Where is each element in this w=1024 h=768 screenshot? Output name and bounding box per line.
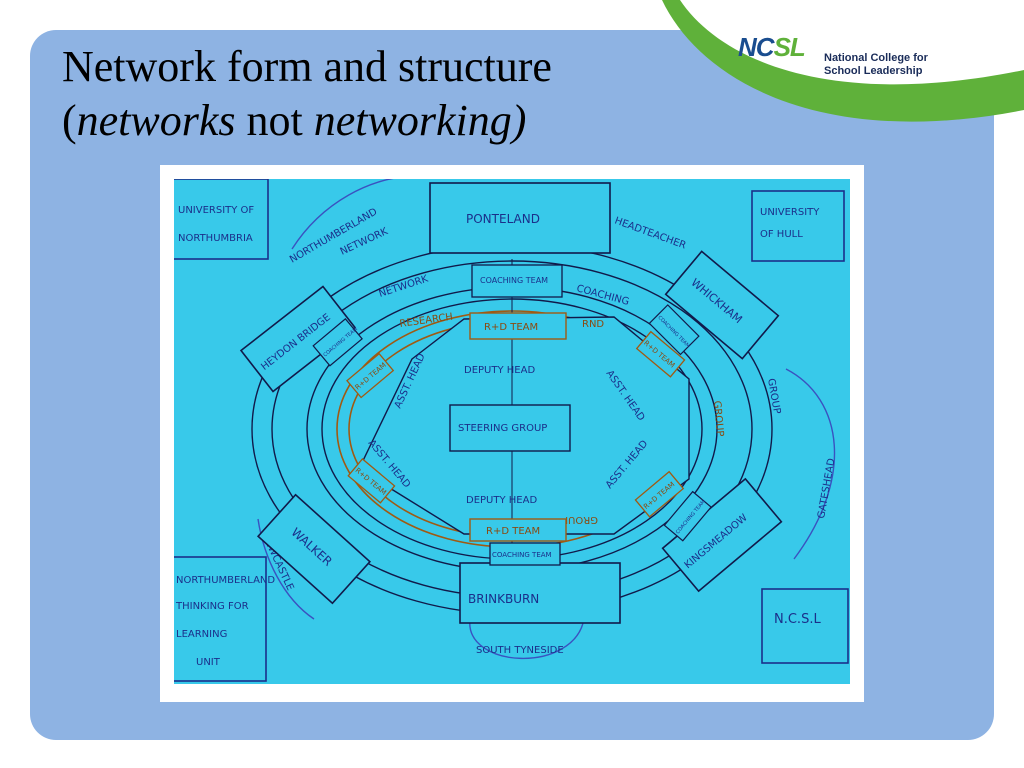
school-box-whickham-group: WHICKHAM — [664, 250, 780, 360]
northumbria-label-1: UNIVERSITY OF — [178, 205, 254, 216]
coaching-team-right-box — [648, 304, 700, 356]
logo-mark-sl: SL — [773, 32, 806, 62]
hand-drawn-network-diagram-photo: UNIVERSITY OF NORTHUMBRIA UNIVERSITY OF … — [174, 179, 850, 684]
rd-team-bottom: R+D TEAM — [486, 526, 540, 537]
hull-label-2: OF HULL — [760, 229, 803, 240]
ring-label-group-bottom: GROUP — [562, 514, 598, 525]
school-box-whickham — [664, 250, 780, 360]
thinking-label-2: THINKING FOR — [175, 601, 249, 612]
deputy-head-bottom: DEPUTY HEAD — [466, 495, 537, 506]
coaching-team-left-box — [312, 318, 363, 367]
school-box-walker — [256, 493, 372, 605]
ncsl-logo: NCSL National College for School Leaders… — [738, 32, 968, 92]
green-swoosh-decoration — [662, 0, 1024, 122]
title-not: not — [235, 96, 314, 145]
newcastle-arc — [257, 518, 315, 620]
northumbria-box — [174, 179, 269, 260]
ring-label-research: RESEARCH — [399, 312, 454, 330]
hull-label-1: UNIVERSITY — [760, 207, 820, 218]
rd-team-right-bottom-box — [634, 470, 685, 518]
rd-team-left-bottom-box — [347, 458, 396, 504]
south-tyneside-region-label: SOUTH TYNESIDE — [476, 645, 564, 656]
network-diagram: UNIVERSITY OF NORTHUMBRIA UNIVERSITY OF … — [174, 179, 849, 682]
rd-team-top: R+D TEAM — [484, 322, 538, 333]
ncsl-box — [761, 588, 849, 664]
hull-box — [751, 190, 845, 262]
coaching-team-bottom-box — [489, 542, 561, 566]
school-box-walker-group: WALKER — [256, 493, 372, 605]
thinking-label-3: LEARNING — [176, 629, 227, 640]
slide-title: Network form and structure (networks not… — [62, 40, 552, 148]
coaching-team-bottom-right-box — [663, 490, 712, 542]
ring-label-headteacher: HEADTEACHER — [613, 215, 688, 251]
logo-text-line2: School Leadership — [824, 65, 923, 77]
rd-team-top-box — [469, 312, 567, 340]
northumbria-label-2: NORTHUMBRIA — [178, 233, 253, 244]
school-brinkburn: BRINKBURN — [468, 592, 539, 606]
ring-label-rnd: RND — [582, 319, 604, 330]
logo-text-line1: National College for — [824, 52, 928, 64]
rd-team-right-top-box — [635, 330, 686, 378]
ring-label-group-inner: GROUP — [711, 400, 725, 437]
northumberland-thinking-box — [174, 556, 267, 682]
school-box-heydon-bridge — [239, 285, 357, 393]
thinking-label-1: NORTHUMBERLAND — [176, 575, 275, 586]
school-ponteland: PONTELAND — [466, 212, 540, 226]
photo-frame: UNIVERSITY OF NORTHUMBRIA UNIVERSITY OF … — [160, 165, 864, 702]
coaching-team-top-box — [471, 264, 563, 298]
steering-group-label: STEERING GROUP — [458, 423, 547, 434]
coaching-team-top: COACHING TEAM — [480, 276, 548, 285]
rd-team-bottom-box — [469, 518, 567, 542]
school-box-ponteland — [429, 182, 611, 254]
title-line-1: Network form and structure — [62, 42, 552, 91]
logo-mark-nc: NC — [738, 32, 775, 62]
ncsl-logo-text: National College for School Leadership — [824, 52, 928, 78]
title-open-paren: ( — [62, 96, 77, 145]
gateshead-region-label: GATESHEAD — [816, 457, 837, 519]
rd-team-left-top-box — [346, 352, 395, 399]
gateshead-arc — [785, 368, 836, 560]
northumberland-arc — [291, 179, 395, 250]
title-line-2: (networks not networking) — [62, 94, 552, 148]
school-box-brinkburn — [459, 562, 621, 624]
ncsl-box-label: N.C.S.L — [774, 612, 821, 627]
coaching-team-bottom: COACHING TEAM — [492, 551, 552, 559]
title-networks: networks — [76, 96, 236, 145]
title-networking: networking) — [313, 96, 527, 145]
ring-label-coaching: COACHING — [575, 283, 630, 308]
steering-group-box — [449, 404, 571, 452]
coaching-team-right-group: COACHING TEAM — [648, 304, 700, 356]
deputy-head-top: DEPUTY HEAD — [464, 365, 535, 376]
south-tyneside-arc — [469, 618, 585, 660]
ring-label-network-inner: NETWORK — [378, 273, 430, 299]
ncsl-logo-mark: NCSL — [738, 32, 806, 63]
thinking-label-4: UNIT — [196, 657, 221, 668]
